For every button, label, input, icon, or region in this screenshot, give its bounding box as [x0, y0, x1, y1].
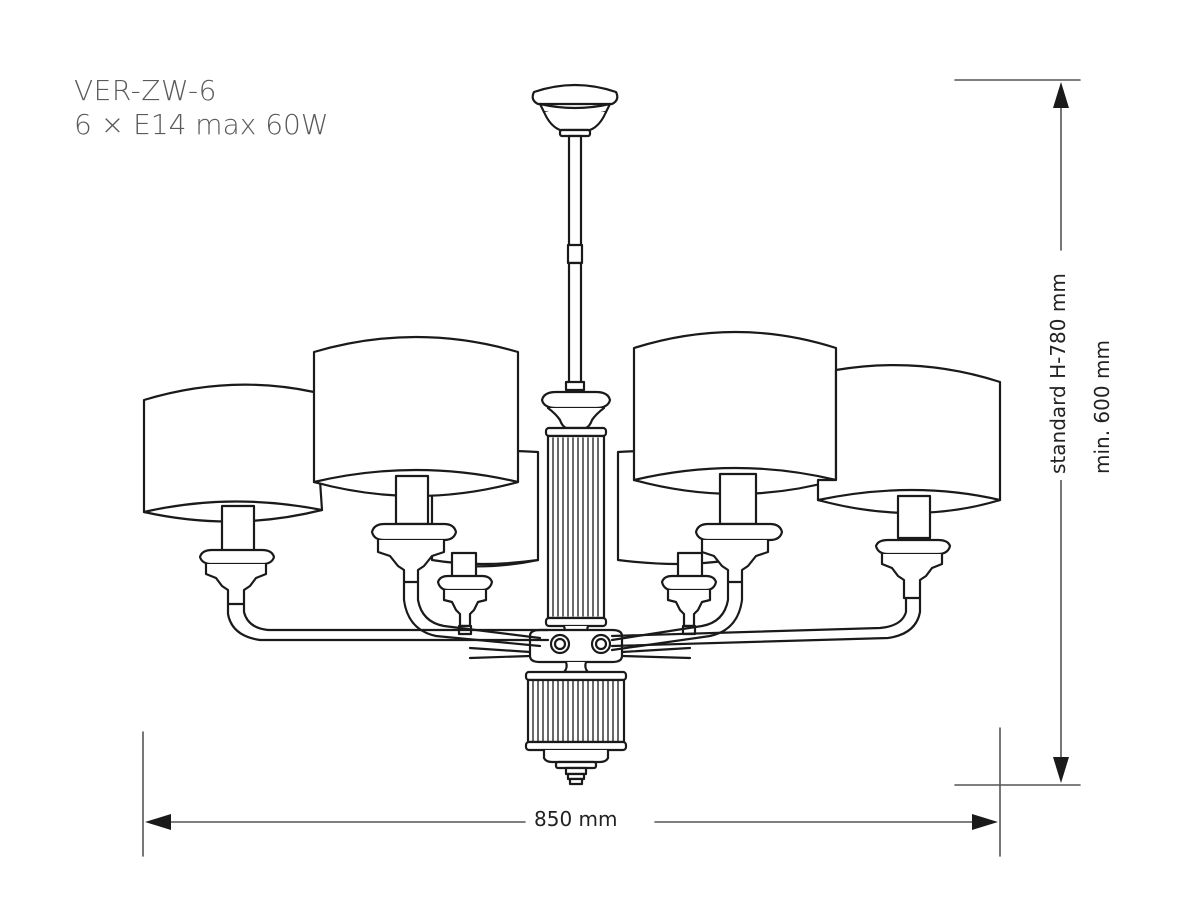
bulb-spec: 6 × E14 max 60W	[74, 108, 329, 141]
dimension-arrows	[145, 82, 1069, 830]
arrow-right-icon	[972, 814, 998, 830]
central-column	[540, 390, 612, 638]
ceiling-canopy	[531, 83, 619, 138]
arrow-up-icon	[1053, 82, 1069, 108]
shade-far-right	[816, 364, 1002, 515]
height-standard-label: standard H-780 mm	[1046, 267, 1070, 480]
lamp-holder-inner-right	[694, 472, 784, 584]
shade-far-left	[142, 383, 324, 523]
arm-hub	[528, 628, 624, 674]
height-min-label: min. 600 mm	[1090, 340, 1114, 474]
arms	[226, 580, 922, 660]
model-name: VER-ZW-6	[74, 74, 217, 107]
column-flutes	[552, 437, 599, 617]
arrow-left-icon	[145, 814, 171, 830]
suspension-rod	[564, 134, 586, 392]
title-block: VER-ZW-6 6 × E14 max 60W	[74, 74, 329, 142]
back-lamp-right	[660, 551, 718, 636]
arrow-down-icon	[1053, 757, 1069, 783]
shade-inner-right	[632, 330, 838, 496]
width-dimension-label: 850 mm	[528, 807, 624, 831]
dimension-lines	[142, 79, 1081, 857]
lamp-holder-inner-left	[370, 474, 458, 584]
lamp-holder-far-right	[874, 494, 952, 600]
shade-inner-left	[312, 335, 520, 498]
bottom-finial	[524, 670, 628, 786]
lamp-holder-far-left	[198, 504, 276, 606]
